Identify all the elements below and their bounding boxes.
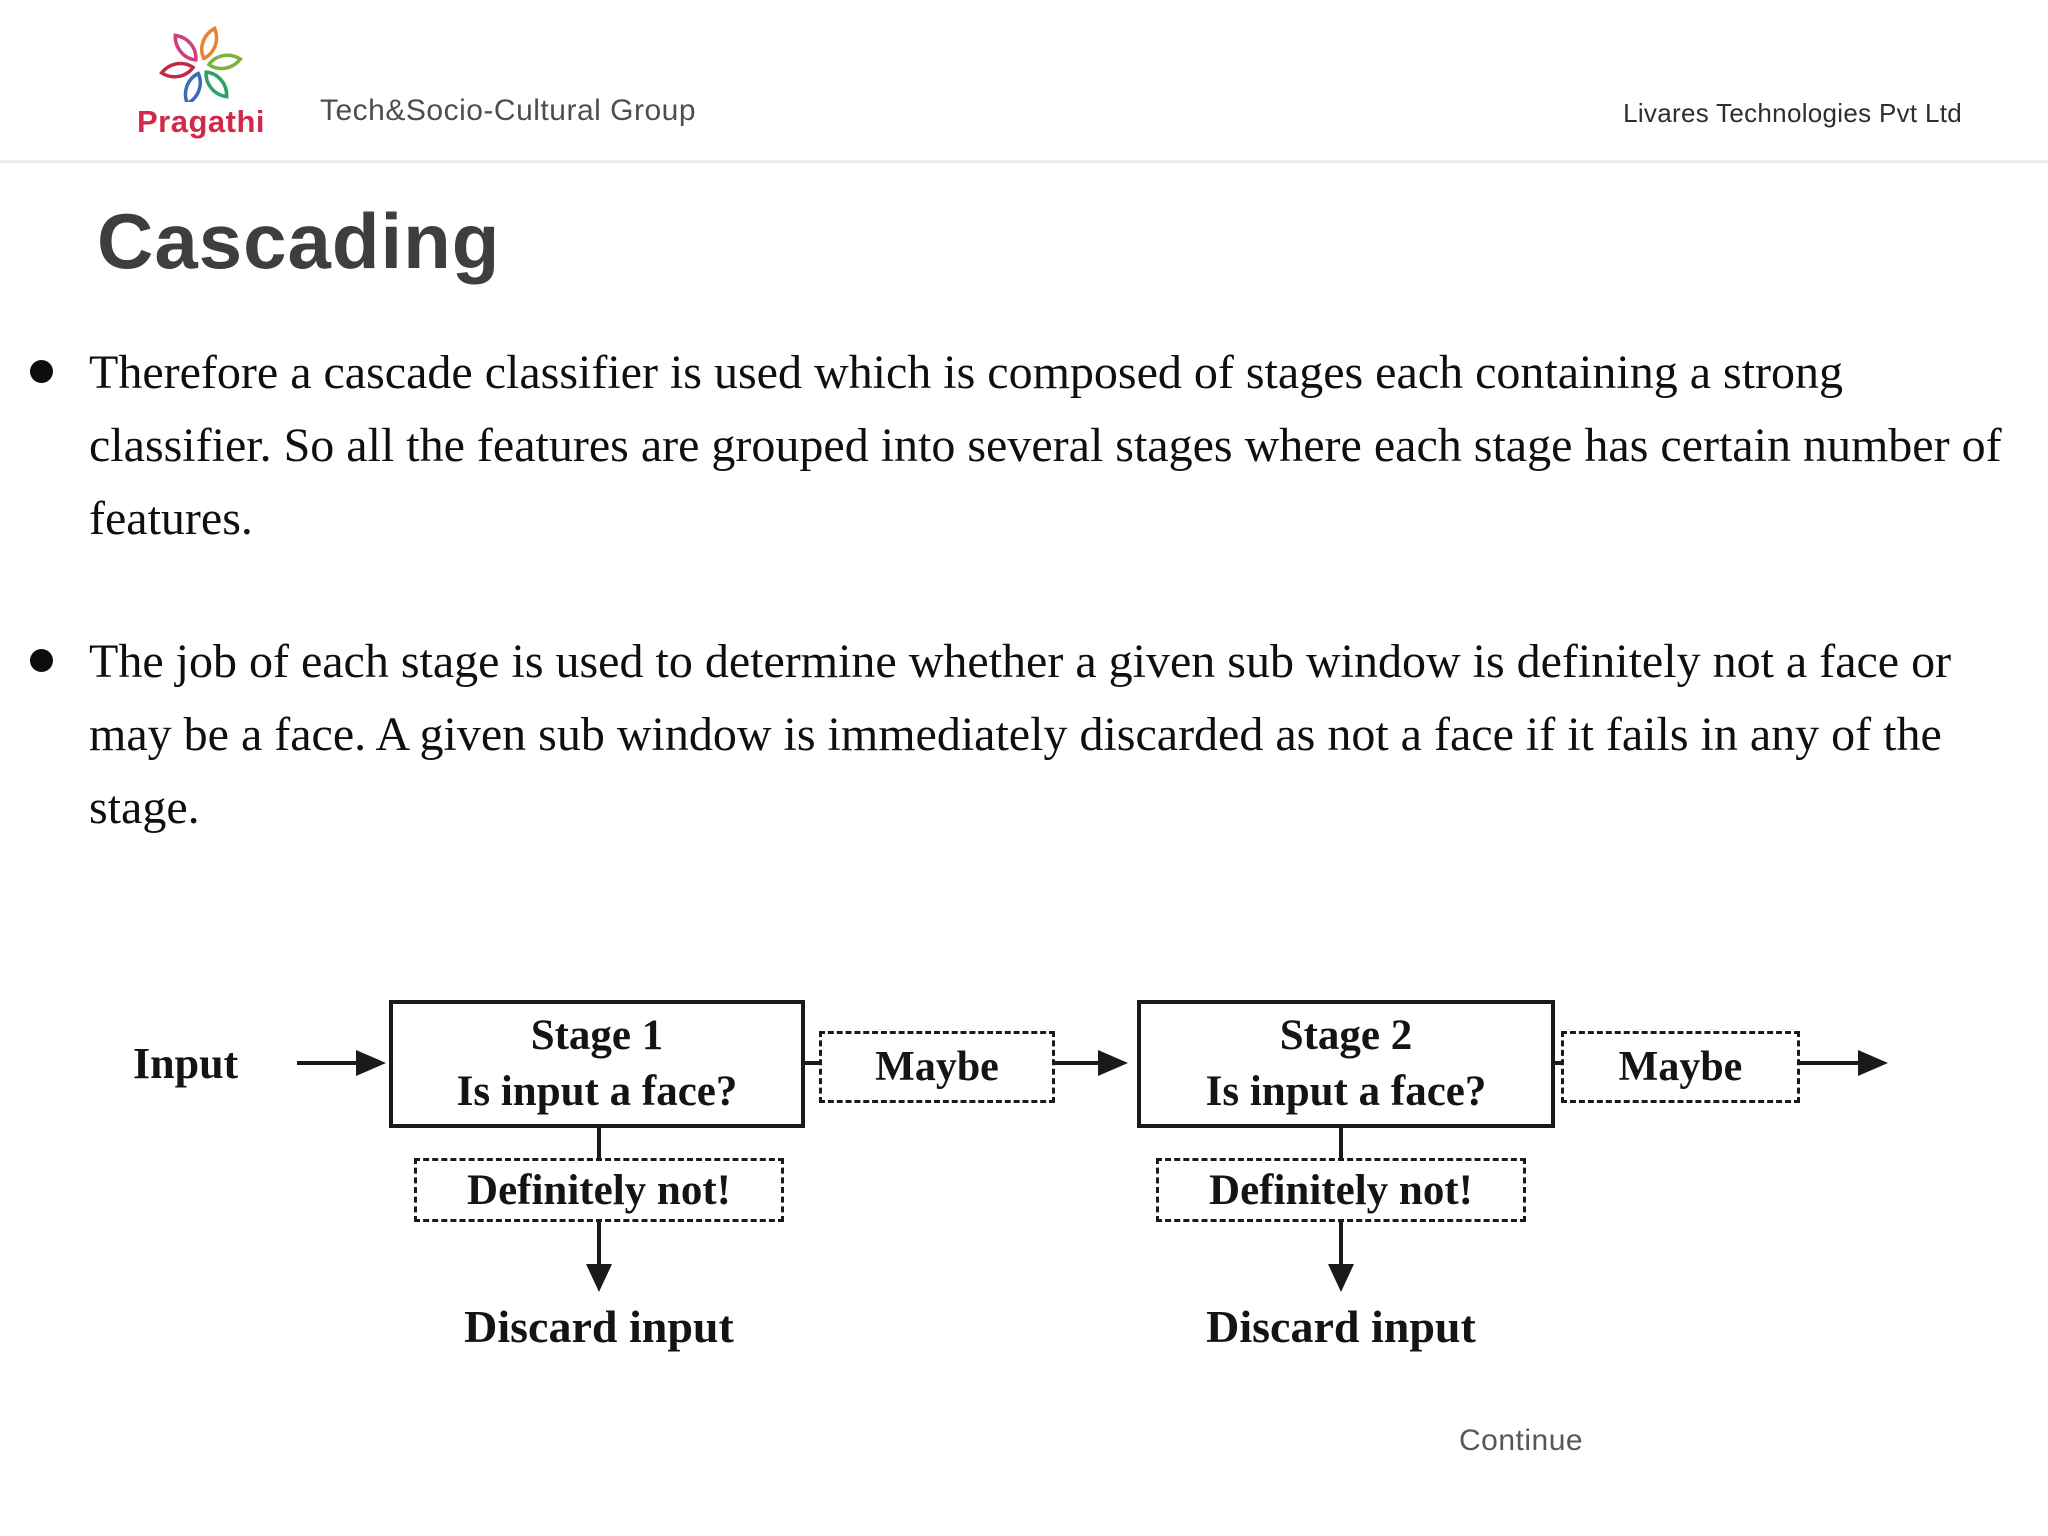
maybe1-label: Maybe [875, 1044, 999, 1090]
continue-button[interactable]: Continue [1459, 1424, 1584, 1457]
slide-header: Pragathi Tech&Socio-Cultural Group Livar… [0, 0, 2048, 163]
stage1-title: Stage 1 [530, 1012, 664, 1059]
brand-name: Pragathi [136, 104, 266, 139]
stage2-title: Stage 2 [1279, 1012, 1413, 1059]
page-title: Cascading [97, 197, 501, 285]
bullet-list: Therefore a cascade classifier is used w… [30, 336, 2020, 844]
arrow-down-icon [1328, 1264, 1354, 1292]
flow-line [597, 1128, 601, 1160]
company-name: Livares Technologies Pvt Ltd [1623, 98, 1962, 128]
stage1-box: Stage 1 Is input a face? [389, 1000, 805, 1128]
flow-line [1339, 1222, 1343, 1266]
list-item: The job of each stage is used to determi… [30, 625, 2020, 844]
maybe1-box: Maybe [819, 1031, 1055, 1103]
definitely-not1-box: Definitely not! [414, 1158, 784, 1222]
flow-line [297, 1061, 359, 1065]
arrow-right-icon [1098, 1050, 1128, 1076]
bullet-text: The job of each stage is used to determi… [89, 635, 1952, 834]
pragathi-flower-icon [159, 25, 243, 102]
maybe2-box: Maybe [1561, 1031, 1800, 1103]
flow-line [1055, 1061, 1100, 1065]
definitely-not2-label: Definitely not! [1209, 1166, 1473, 1214]
discard2-label: Discard input [1206, 1301, 1476, 1352]
list-item: Therefore a cascade classifier is used w… [30, 336, 2020, 555]
bullet-dot-icon [30, 360, 53, 383]
stage2-question: Is input a face? [1205, 1068, 1487, 1115]
definitely-not1-label: Definitely not! [467, 1166, 731, 1214]
input-label: Input [133, 1039, 239, 1088]
pragathi-logo: Pragathi [126, 16, 276, 140]
arrow-right-icon [356, 1050, 386, 1076]
stage2-box: Stage 2 Is input a face? [1137, 1000, 1555, 1128]
flow-line [1339, 1128, 1343, 1160]
bullet-dot-icon [30, 649, 53, 672]
maybe2-label: Maybe [1618, 1044, 1743, 1090]
arrow-down-icon [586, 1264, 612, 1292]
flow-line [1551, 1061, 1567, 1065]
bullet-text: Therefore a cascade classifier is used w… [89, 346, 2002, 545]
arrow-right-icon [1858, 1050, 1888, 1076]
discard1-label: Discard input [464, 1301, 734, 1352]
flow-line [597, 1222, 601, 1266]
flow-line [805, 1061, 821, 1065]
group-name: Tech&Socio-Cultural Group [320, 94, 697, 127]
definitely-not2-box: Definitely not! [1156, 1158, 1526, 1222]
flow-line [1800, 1061, 1860, 1065]
stage1-question: Is input a face? [456, 1068, 738, 1115]
